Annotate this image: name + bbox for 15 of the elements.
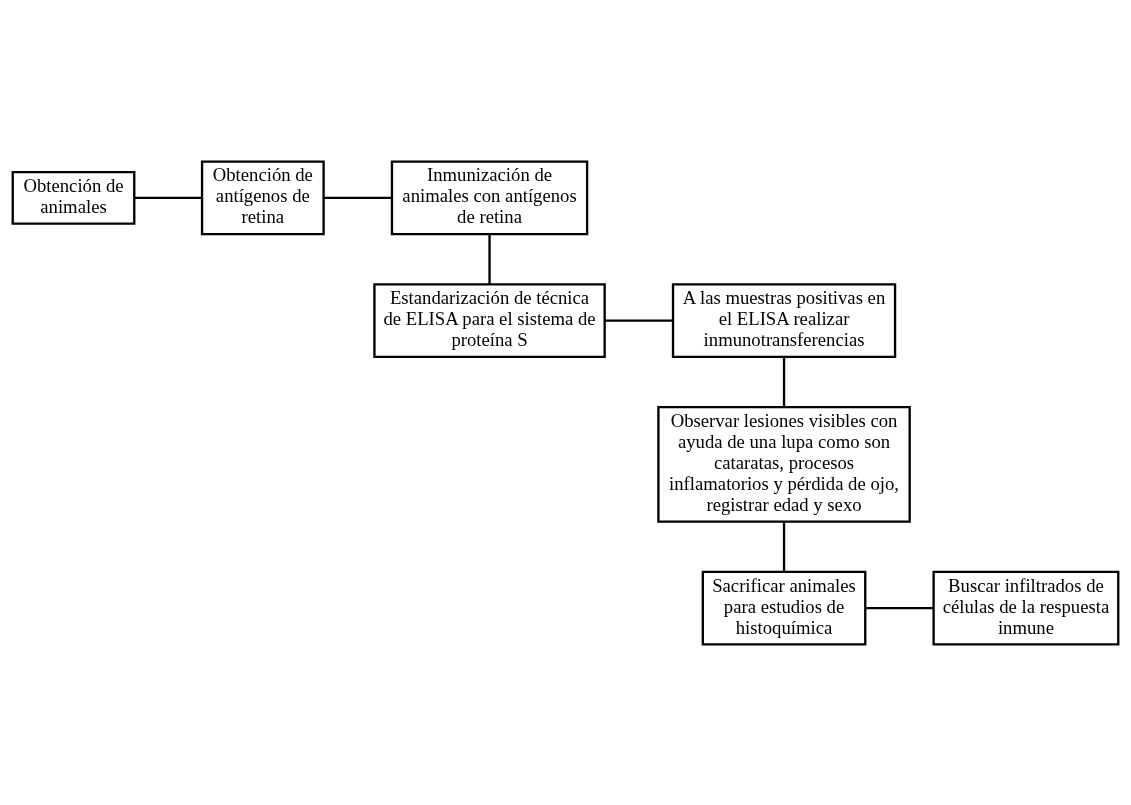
connector — [488, 233, 491, 284]
node-box: Buscar infiltrados de células de la respuesta inmune — [932, 570, 1120, 645]
node-box: Obtención de animales — [11, 170, 136, 225]
connector — [323, 196, 392, 199]
node-box: Estandarización de técnica de ELISA para el sistema de proteína S — [373, 282, 606, 358]
connector — [134, 196, 202, 199]
connector — [782, 521, 786, 572]
connector — [865, 606, 934, 609]
node-box: A las muestras positivas en el ELISA realizar inmunotransferencias — [671, 282, 897, 358]
connector — [605, 318, 673, 322]
node-box: Obtención de antígenos de retina — [200, 160, 325, 235]
connector — [782, 356, 786, 407]
node-box: Sacrificar animales para estudios de histoquímica — [701, 570, 867, 645]
node-box: Inmunización de animales con antígenos de retina — [390, 160, 589, 235]
node-box: Observar lesiones visibles con ayuda de una lupa como son cataratas, procesos inflamatorios y pérdida de ojo, registrar edad y sexo — [657, 405, 911, 523]
